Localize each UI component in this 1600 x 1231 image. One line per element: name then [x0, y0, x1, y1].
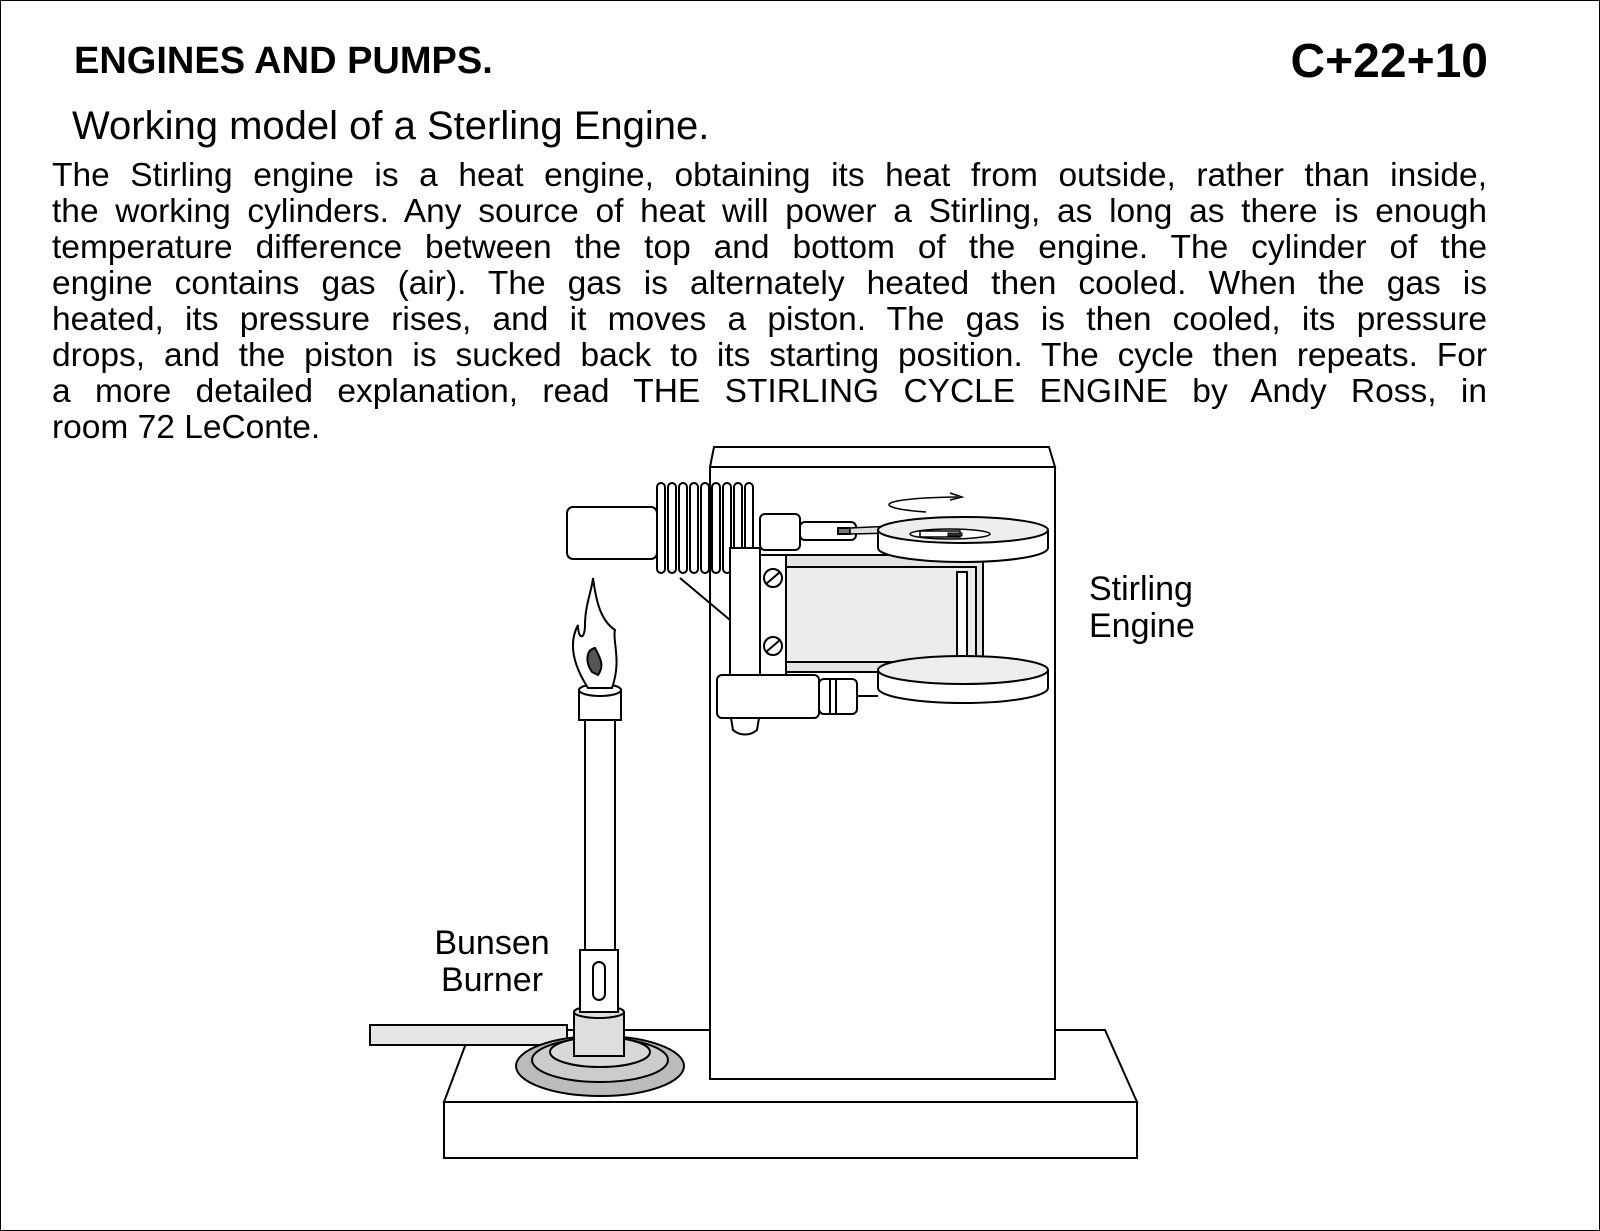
description-paragraph: The Stirling engine is a heat engine, ob… — [52, 158, 1487, 446]
bunsen-burner — [369, 577, 685, 1097]
engine-mechanism — [566, 482, 1049, 736]
text-line: temperature difference between the top a… — [52, 229, 1487, 266]
bunsen-burner-label: Bunsen Burner — [432, 925, 552, 999]
label-line: Stirling — [1089, 570, 1193, 608]
flywheel-top — [877, 516, 1049, 563]
text-line: The Stirling engine is a heat engine, ob… — [52, 157, 1487, 194]
text-line: the working cylinders. Any source of hea… — [52, 193, 1487, 230]
flame-icon — [571, 577, 618, 689]
text-line: heated, its pressure rises, and it moves… — [52, 301, 1487, 338]
demo-code: C+22+10 — [1290, 35, 1488, 88]
label-line: Bunsen — [434, 924, 550, 962]
label-line: Engine — [1089, 607, 1195, 645]
text-line: a more detailed explanation, read THE ST… — [52, 373, 1487, 410]
page-subtitle: Working model of a Sterling Engine. — [72, 104, 710, 148]
text-line: drops, and the piston is sucked back to … — [52, 337, 1487, 374]
section-title: ENGINES AND PUMPS. — [74, 40, 493, 82]
label-line: Burner — [440, 961, 544, 999]
stirling-engine-label: Stirling Engine — [1089, 571, 1195, 645]
text-line: room 72 LeConte. — [52, 409, 321, 446]
cooling-fins — [656, 482, 754, 574]
text-line: engine contains gas (air). The gas is al… — [52, 265, 1487, 302]
flywheel-bottom — [857, 655, 1049, 704]
rotation-arrow-icon — [888, 496, 959, 513]
